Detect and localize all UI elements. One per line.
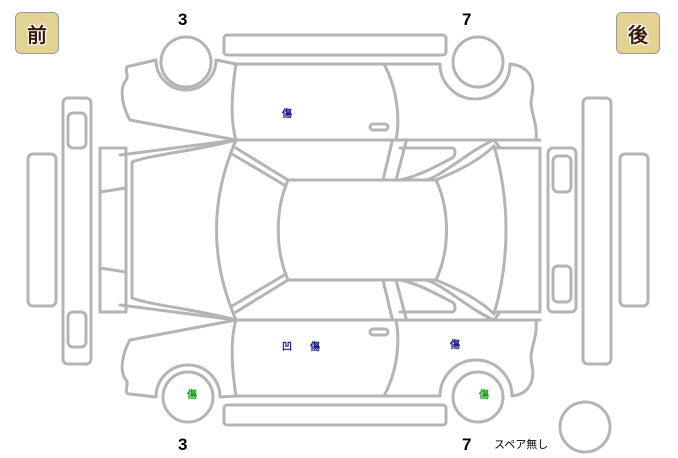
top-rear-wheel[interactable] xyxy=(451,35,505,89)
damage-mark-scratch[interactable]: 傷 xyxy=(479,390,489,401)
rear-bumper[interactable] xyxy=(581,96,613,366)
bottom-side-view xyxy=(118,278,542,427)
spare-tire[interactable] xyxy=(558,400,612,454)
top-view xyxy=(130,138,542,322)
spare-tire-label: スペア無し xyxy=(494,438,549,451)
damage-mark-scratch[interactable]: 傷 xyxy=(282,109,292,120)
wheel-number-bottom-rear: 7 xyxy=(462,435,472,454)
front-left-light[interactable] xyxy=(66,111,88,150)
top-side-view xyxy=(118,33,542,182)
roof-panel[interactable] xyxy=(276,178,448,282)
top-rocker-panel[interactable] xyxy=(222,33,448,57)
front-right-light[interactable] xyxy=(66,310,88,349)
wheel-number-top-rear: 7 xyxy=(462,10,472,29)
front-end xyxy=(26,96,128,366)
wheel-number-top-front: 3 xyxy=(178,10,188,29)
wheel-number-bottom-front: 3 xyxy=(178,435,188,454)
bottom-front-wheel[interactable] xyxy=(161,370,215,424)
bottom-rocker-panel[interactable] xyxy=(222,403,448,427)
front-bumper[interactable] xyxy=(61,96,93,366)
rear-badge: 後 xyxy=(616,12,660,54)
top-door-handle xyxy=(368,122,390,132)
rear-panel[interactable] xyxy=(546,146,578,314)
front-badge: 前 xyxy=(15,12,59,54)
rear-bumper-lower[interactable] xyxy=(618,152,650,308)
damage-mark-scratch[interactable]: 傷 xyxy=(187,390,197,401)
bottom-door-handle xyxy=(368,327,390,337)
damage-mark-scratch[interactable]: 傷 xyxy=(310,342,320,353)
bottom-rear-wheel[interactable] xyxy=(451,370,505,424)
rear-right-light[interactable] xyxy=(551,264,573,304)
front-bumper-lower[interactable] xyxy=(26,152,58,308)
front-grille[interactable] xyxy=(98,146,128,314)
damage-mark-dent[interactable]: 凹 xyxy=(282,342,292,353)
rear-left-light[interactable] xyxy=(551,154,573,194)
damage-mark-scratch[interactable]: 傷 xyxy=(450,340,460,351)
rear-end xyxy=(546,96,650,366)
top-front-wheel[interactable] xyxy=(159,35,213,89)
